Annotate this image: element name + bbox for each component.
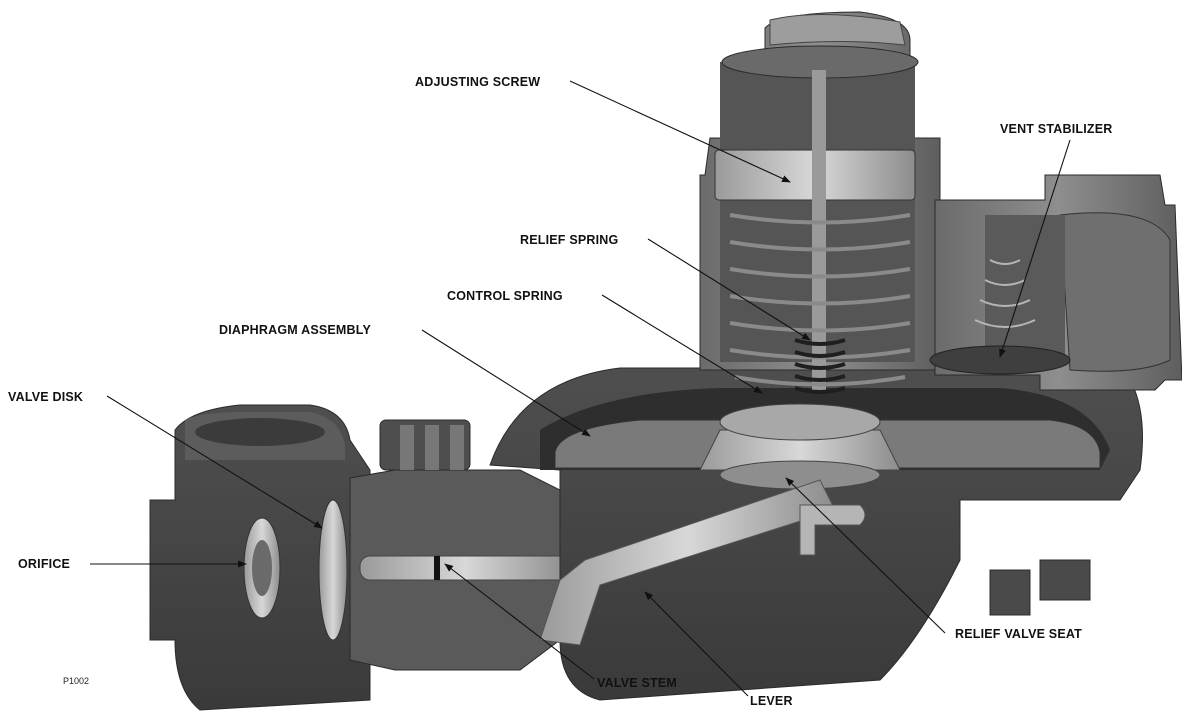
label-control-spring: CONTROL SPRING <box>447 289 563 303</box>
leader-relief-spring <box>647 238 811 341</box>
label-lever: LEVER <box>750 694 793 708</box>
leader-control-spring <box>601 294 763 394</box>
callouts: ADJUSTING SCREW VENT STABILIZER RELIEF S… <box>8 75 1113 708</box>
relief-spring-coils <box>794 338 846 394</box>
label-valve-stem: VALVE STEM <box>597 676 677 690</box>
leader-valve-disk <box>106 395 323 529</box>
leader-lever <box>644 591 749 697</box>
label-adjusting-screw: ADJUSTING SCREW <box>415 75 540 89</box>
label-valve-disk: VALVE DISK <box>8 390 83 404</box>
regulator-illustration <box>149 11 1182 711</box>
label-relief-valve-seat: RELIEF VALVE SEAT <box>955 627 1082 641</box>
label-orifice: ORIFICE <box>18 557 70 571</box>
leader-relief-valve-seat <box>785 477 946 634</box>
figure-id: P1002 <box>63 676 89 686</box>
leader-vent-stabilizer <box>999 139 1071 358</box>
leader-adjusting-screw <box>569 80 791 183</box>
label-diaphragm-assembly: DIAPHRAGM ASSEMBLY <box>219 323 371 337</box>
label-relief-spring: RELIEF SPRING <box>520 233 618 247</box>
leader-diaphragm-assembly <box>421 329 591 437</box>
label-vent-stabilizer: VENT STABILIZER <box>1000 122 1113 136</box>
leader-valve-stem <box>444 563 595 680</box>
control-spring-coils <box>729 213 911 387</box>
